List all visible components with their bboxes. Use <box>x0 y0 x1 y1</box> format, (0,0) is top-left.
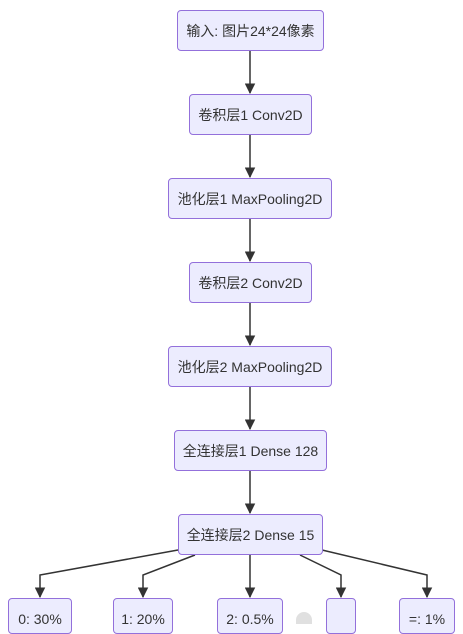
node-output-1: 1: 20% <box>113 598 173 634</box>
node-conv-layer-1: 卷积层1 Conv2D <box>189 94 312 135</box>
node-output-4: =: 1% <box>399 598 455 634</box>
node-output-3 <box>326 598 356 634</box>
node-pooling-layer-2: 池化层2 MaxPooling2D <box>168 346 332 387</box>
watermark-logo <box>296 612 312 624</box>
node-pooling-layer-1: 池化层1 MaxPooling2D <box>168 178 332 219</box>
node-conv-layer-2: 卷积层2 Conv2D <box>189 262 312 303</box>
edge-dense2-out1 <box>137 554 196 599</box>
node-dense-layer-1: 全连接层1 Dense 128 <box>174 430 327 471</box>
edge-dense2-out3 <box>299 554 347 599</box>
node-dense-layer-2: 全连接层2 Dense 15 <box>178 514 323 555</box>
node-output-2: 2: 0.5% <box>217 598 283 634</box>
edge-dense2-out4 <box>321 549 433 599</box>
node-output-0: 0: 30% <box>8 598 72 634</box>
node-input: 输入: 图片24*24像素 <box>177 10 324 51</box>
edge-dense2-out0 <box>34 549 179 599</box>
